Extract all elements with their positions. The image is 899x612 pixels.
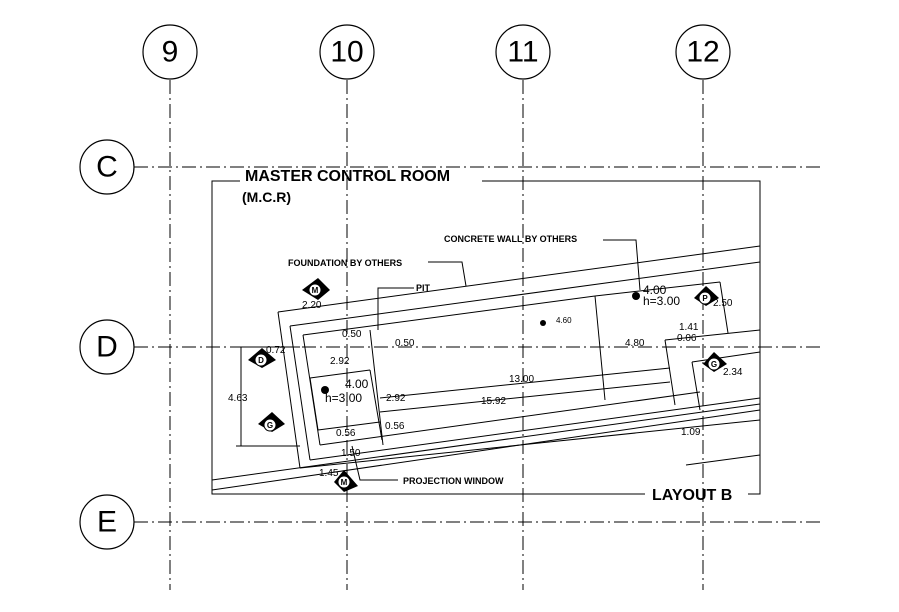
level-marker-icon [540,320,546,326]
grid-bubble-10: 10 [319,24,375,80]
tag-letter: M [312,286,319,295]
level-marker-icon [321,386,329,394]
dim-1-09: 1.09 [681,427,701,438]
section-tag-m-bottom: M [334,470,358,492]
dim-0-50: 0.50 [395,338,415,349]
grid-label: 11 [507,36,538,69]
dim-0-56: 0.56 [385,421,405,432]
dim-1-50: 1.50 [341,448,361,459]
tag-letter: M [341,478,348,487]
layout-label: LAYOUT B [652,487,732,504]
dim-h-3-00: h=3.00 [325,391,362,405]
section-tag-p: P [694,286,719,306]
foundation-leader [428,261,467,287]
grid-label: C [96,151,118,184]
dim-0-56: 0.56 [336,428,356,439]
grid-bubble-c: C [79,139,135,195]
building-outline [211,245,761,491]
note-projection-window: PROJECTION WINDOW [403,476,504,486]
section-tag-d: D [248,348,276,368]
grid-bubble-e: E [79,494,135,550]
grid-label: 10 [330,36,363,69]
grid-label: E [97,506,117,539]
projection-window-leader [351,445,398,481]
grid-bubble-12: 12 [675,24,731,80]
dim-1-45: 1.45 [319,468,339,479]
pit-leader [377,287,414,330]
dim-2-92: 2.92 [330,356,350,367]
tag-letter: G [711,360,717,369]
dim-4-60: 4.60 [556,316,572,325]
grid-bubble-d: D [79,319,135,375]
dim-4-00: 4.00 [643,283,667,297]
note-foundation: FOUNDATION BY OTHERS [288,258,402,268]
subtitle: (M.C.R) [242,189,291,205]
grid-label: D [96,331,118,364]
dim-2-34: 2.34 [723,367,743,378]
section-tag-m-top: M [302,278,330,300]
dim-4-00: 4.00 [345,377,369,391]
note-concrete-wall: CONCRETE WALL BY OTHERS [444,234,577,244]
dim-0-72: 0.72 [266,345,286,356]
dim-13-00: 13.00 [509,374,534,385]
tag-letter: D [258,356,264,365]
dim-0-06: 0.06 [677,333,697,344]
grid-label: 9 [162,36,179,69]
grid-bubble-11: 11 [495,24,551,80]
dim-4-63: 4.63 [228,393,248,404]
dim-2-50: 2.50 [713,298,733,309]
dimensions: 2.20 0.50 0.50 0.72 2.92 4.00 h=3.00 2.9… [228,283,743,479]
section-tag-g-right: G [703,352,727,372]
grid-bubble-9: 9 [142,24,198,80]
dim-2-20: 2.20 [302,300,322,311]
dim-1-41: 1.41 [679,322,699,333]
dim-15-92: 15.92 [481,396,506,407]
layout-frame [211,180,761,495]
dim-h-3-00: h=3.00 [643,294,680,308]
dim-0-50: 0.50 [342,329,362,340]
dim-4-80: 4.80 [625,338,645,349]
tag-letter: P [702,294,708,303]
note-pit: PIT [416,283,431,293]
section-tag-g-left: G [258,412,285,432]
grid-label: 12 [686,36,719,69]
tag-letter: G [267,421,273,430]
level-marker-icon [632,292,640,300]
title: MASTER CONTROL ROOM [245,168,450,185]
dim-2-92: 2.92 [386,393,406,404]
concrete-wall-leader [603,239,641,291]
